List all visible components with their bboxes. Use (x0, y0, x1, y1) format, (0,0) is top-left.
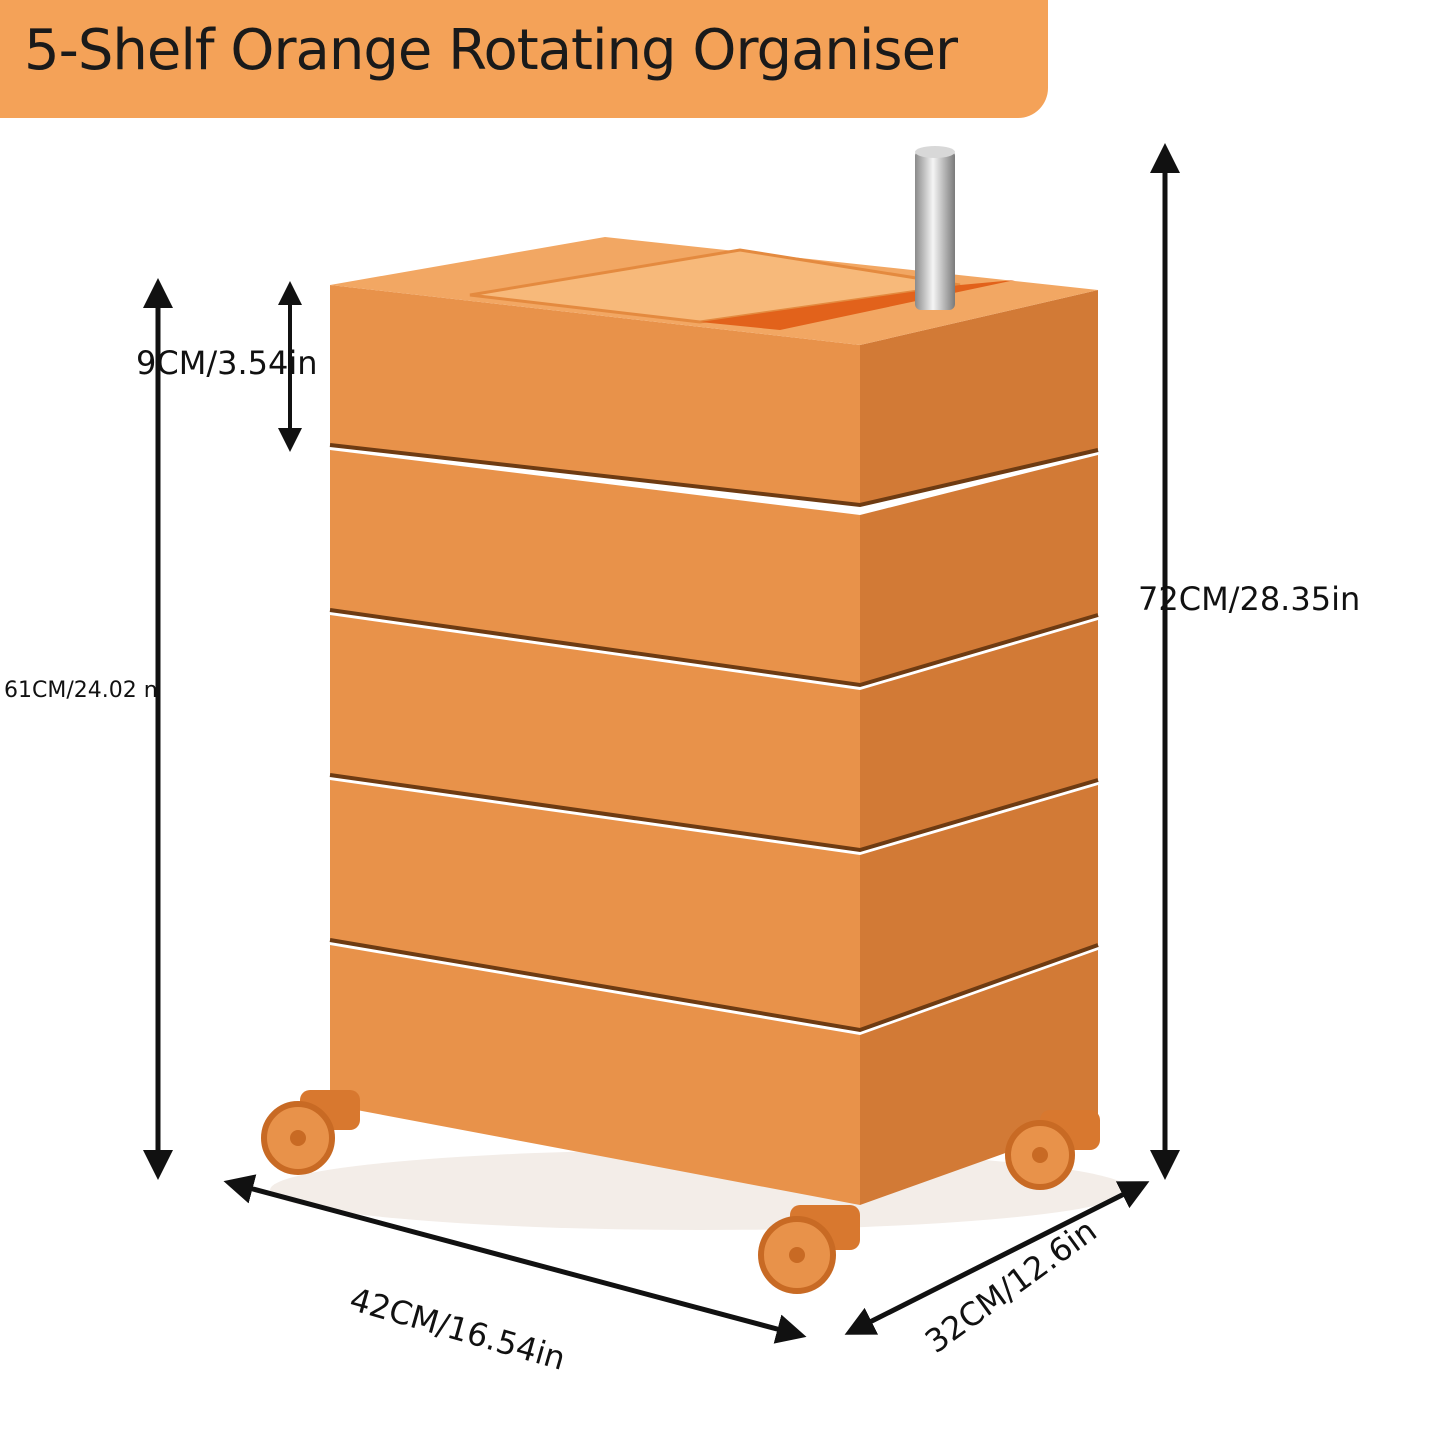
arrow-double-diagonal-icon (223, 1174, 807, 1344)
total-height-label: 72CM/28.35in (1138, 580, 1361, 618)
shelf-2 (329, 450, 1099, 688)
shelf-height-label: 9CM/3.54in (136, 344, 318, 382)
shelf-4 (329, 780, 1099, 1033)
shelf-3 (329, 615, 1099, 853)
title-banner: 5-Shelf Orange Rotating Organiser (0, 0, 1048, 118)
caster-wheel (261, 1090, 360, 1175)
caster-wheel (1005, 1110, 1100, 1190)
centre-pole (915, 150, 955, 310)
page-title: 5-Shelf Orange Rotating Organiser (24, 18, 958, 83)
arrow-double-diagonal-icon (844, 1181, 1150, 1335)
inner-height-label: 61CM/24.02 n (4, 678, 158, 703)
